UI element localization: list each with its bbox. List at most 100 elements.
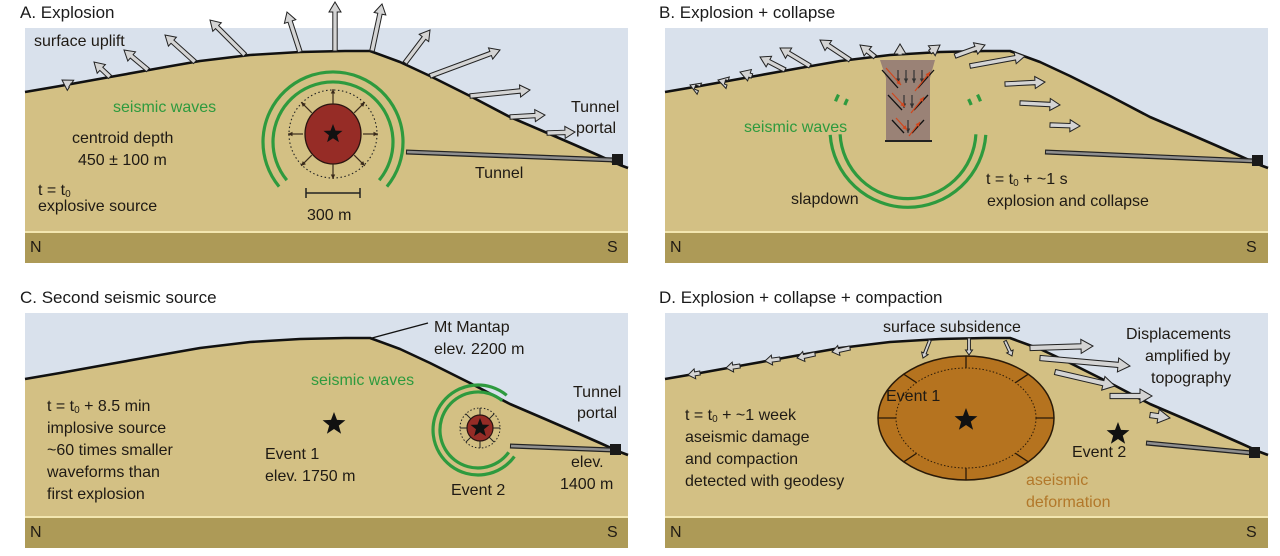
seismic-wave-arc — [976, 93, 982, 102]
displacement-arrow — [428, 47, 501, 79]
orientation-band — [25, 233, 628, 263]
source-description-line3: waveforms than — [47, 464, 160, 481]
displacement-arrow — [469, 84, 531, 99]
tunnel-portal-label-line2: portal — [577, 405, 618, 422]
displacement-arrow — [859, 44, 878, 60]
inward-tick — [465, 413, 472, 420]
south-label: S — [607, 524, 618, 541]
displacement-arrow — [725, 361, 741, 373]
tunnel-portal-label-line1: Tunnel — [573, 384, 622, 401]
time-suffix: + 8.5 min — [79, 398, 151, 415]
arrow-head — [911, 78, 917, 83]
arrow-head — [330, 89, 336, 94]
panel-c-canvas — [24, 313, 629, 548]
tunnel-portal-label-line2: portal — [576, 120, 617, 137]
fault-line — [881, 69, 899, 89]
north-label: N — [30, 524, 42, 541]
arrow-head — [925, 72, 930, 77]
seismic-waves-label: seismic waves — [311, 372, 415, 389]
displacement-arrow — [779, 47, 812, 69]
scale-bar-label: 300 m — [307, 207, 352, 224]
event1-star-icon — [322, 412, 346, 434]
event2-label: Event 2 — [1072, 444, 1127, 461]
displacement-arrow — [1149, 408, 1171, 424]
ground-surface-line — [664, 336, 1269, 457]
description-line2: and compaction — [685, 451, 798, 468]
event2-label: Event 2 — [451, 482, 506, 499]
ground-surface-line — [24, 336, 629, 457]
explosion-star-icon — [323, 124, 343, 143]
displacement-arrow — [1003, 339, 1014, 357]
displacement-arrow — [93, 61, 113, 80]
band-highlight — [25, 231, 628, 233]
inward-tick — [465, 436, 472, 443]
arrow-head — [909, 103, 915, 108]
description-line3: detected with geodesy — [685, 473, 845, 490]
displacement-arrow — [819, 39, 852, 63]
displacement-arrow — [1049, 118, 1081, 133]
displacement-arrow — [893, 43, 907, 56]
north-label: N — [670, 524, 682, 541]
orientation-band — [25, 518, 628, 548]
source-description-line2: ~60 times smaller — [47, 442, 173, 459]
event2-star-icon — [470, 418, 490, 437]
source-type-label: explosion and collapse — [987, 193, 1149, 210]
panel-b-canvas — [664, 28, 1269, 263]
event1-label: Event 1 — [886, 388, 941, 405]
arrow-head — [301, 102, 306, 107]
displacement-arrow — [1039, 354, 1131, 373]
seismic-wave-arc — [261, 70, 405, 188]
arrow-head — [903, 78, 909, 83]
panel-c-second-source: C. Second seismic source Mt Mantap elev.… — [0, 278, 640, 556]
event1-label: Event 1 — [265, 446, 320, 463]
displacement-arrow — [927, 44, 941, 57]
displacement-arrow — [920, 338, 932, 359]
arrow-head — [373, 131, 378, 137]
time-label: t = t0 + ~1 week — [685, 405, 796, 427]
radial-tick — [1015, 452, 1029, 463]
displacement-arrow — [953, 42, 986, 59]
displacement-arrow — [831, 344, 851, 357]
displacements-label-line1: Displacements — [1126, 326, 1231, 343]
displacement-arrow — [1109, 388, 1153, 404]
displacement-arrow — [964, 337, 974, 356]
panel-b-explosion-collapse: B. Explosion + collapse seismic waves sl… — [640, 0, 1280, 278]
arrow-head — [915, 122, 920, 127]
tunnel-portal-label-line1: Tunnel — [571, 99, 620, 116]
displacement-arrow — [969, 51, 1026, 69]
band-highlight — [25, 516, 628, 518]
north-label: N — [670, 239, 682, 256]
panel-d-title: D. Explosion + collapse + compaction — [659, 288, 943, 307]
north-label: N — [30, 239, 42, 256]
arrow-head — [330, 174, 336, 179]
south-label: S — [1246, 524, 1257, 541]
time-suffix: + ~1 week — [717, 407, 796, 424]
seismic-wave-arc — [834, 93, 840, 102]
time-label: t = t0 + ~1 s — [986, 169, 1068, 191]
south-label: S — [1246, 239, 1257, 256]
time-prefix: t = t — [38, 182, 66, 199]
displacement-arrow — [283, 11, 303, 54]
aseismic-deformation-line2: deformation — [1026, 494, 1111, 511]
seismic-wave-arc — [828, 134, 988, 209]
time-label: t = t0 + 8.5 min — [47, 396, 150, 418]
radial-tick — [1015, 373, 1029, 384]
fault-line — [917, 69, 935, 89]
peak-name-label: Mt Mantap — [434, 319, 510, 336]
arrow-head — [288, 131, 293, 137]
displacements-label-line3: topography — [1151, 370, 1232, 387]
mountain-ground — [665, 51, 1268, 231]
orientation-band — [665, 518, 1268, 548]
event2-star-icon — [1106, 422, 1130, 444]
seismic-wave-arc — [431, 383, 516, 477]
tunnel-portal-icon — [1252, 155, 1263, 166]
portal-elevation-line1: elev. — [571, 454, 604, 471]
fault-line — [913, 94, 929, 111]
tunnel — [1045, 150, 1256, 163]
displacement-arrow — [209, 19, 248, 58]
south-label: S — [607, 239, 618, 256]
panel-d-compaction: D. Explosion + collapse + compaction sur… — [640, 278, 1280, 556]
time-label: t = t0 — [38, 180, 71, 202]
time-subscript: 0 — [65, 189, 71, 200]
displacement-arrow — [369, 3, 387, 53]
